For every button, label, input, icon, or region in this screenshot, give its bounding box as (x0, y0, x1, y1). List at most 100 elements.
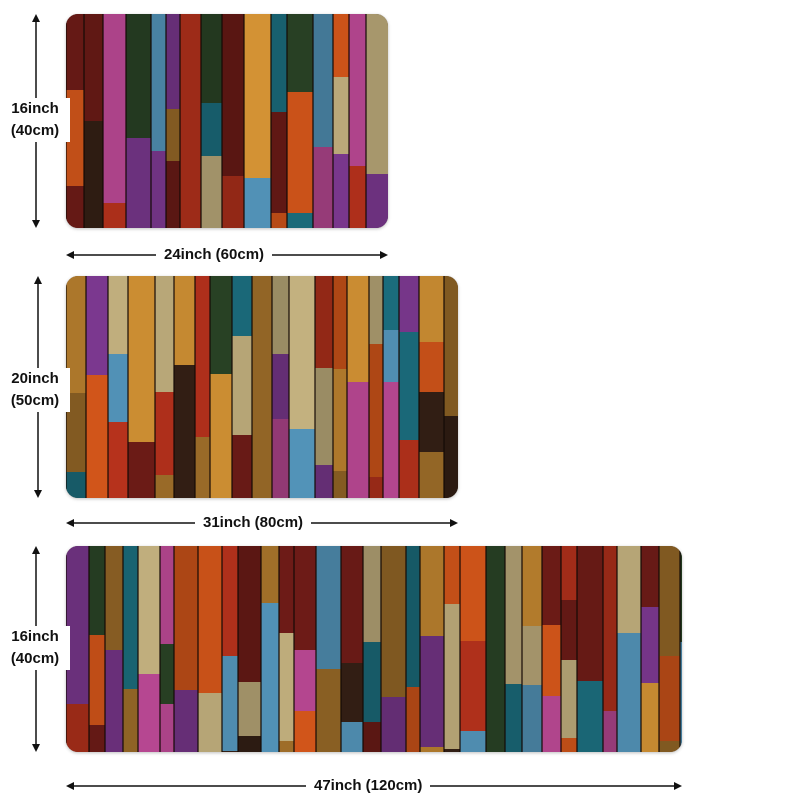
plank-segment (617, 546, 641, 633)
plank-segment (174, 546, 198, 690)
plank-segment (460, 546, 486, 641)
plank-segment (577, 546, 603, 681)
plank-shade (160, 546, 174, 752)
plank-segment (138, 546, 160, 674)
width-label-3: 47inch (120cm) (306, 775, 431, 797)
plank-segment (222, 176, 244, 228)
plank-segment (89, 725, 105, 752)
plank-segment (406, 687, 420, 752)
plank-shade (542, 546, 561, 752)
plank-segment (316, 546, 341, 669)
plank-shade (641, 546, 659, 752)
plank-segment (333, 154, 349, 228)
plank-segment (603, 711, 617, 752)
plank-segment (444, 276, 458, 416)
plank-segment (66, 14, 84, 90)
plank-segment (349, 14, 366, 166)
plank-shade (103, 14, 126, 228)
plank-segment (349, 166, 366, 228)
plank-segment (366, 174, 388, 228)
plank-segment (333, 369, 347, 471)
plank-segment (66, 393, 86, 472)
plank-segment (347, 276, 369, 382)
plank-shade (444, 276, 458, 498)
plank-segment (271, 14, 287, 112)
plank-shade (561, 546, 577, 752)
plank-shade (366, 14, 388, 228)
plank-segment (419, 392, 444, 452)
width-label-2: 31inch (80cm) (195, 512, 312, 534)
height-inch-1: 16inch (11, 100, 59, 117)
height-cm-2: (50cm) (10, 392, 60, 409)
plank-segment (419, 276, 444, 342)
plank-segment (341, 546, 363, 663)
plank-segment (287, 14, 313, 92)
plank-shade (166, 14, 180, 228)
plank-shade (603, 546, 617, 752)
plank-shade (289, 276, 315, 498)
mat-large (66, 546, 682, 752)
plank-segment (84, 121, 103, 228)
plank-segment (198, 693, 222, 752)
plank-segment (289, 429, 315, 498)
plank-shade (238, 546, 261, 752)
plank-segment (89, 546, 105, 635)
plank-segment (126, 14, 151, 138)
plank-segment (201, 156, 222, 228)
plank-segment (123, 546, 138, 689)
plank-segment (103, 66, 126, 203)
plank-segment (222, 656, 238, 751)
plank-shade (333, 276, 347, 498)
plank-segment (561, 546, 577, 600)
plank-segment (108, 354, 128, 422)
plank-shade (174, 276, 195, 498)
plank-segment (659, 546, 680, 656)
plank-shade (128, 276, 155, 498)
plank-shade (261, 546, 279, 752)
plank-segment (561, 600, 577, 660)
plank-shade (577, 546, 603, 752)
plank-segment (577, 681, 603, 752)
plank-segment (66, 704, 89, 752)
plank-segment (128, 276, 155, 442)
plank-segment (313, 147, 333, 228)
plank-segment (105, 650, 123, 752)
plank-segment (333, 276, 347, 369)
plank-segment (289, 276, 315, 429)
plank-shade (279, 546, 294, 752)
plank-segment (66, 276, 86, 393)
plank-segment (486, 700, 505, 752)
plank-shade (232, 276, 252, 498)
plank-segment (383, 330, 399, 382)
plank-segment (210, 374, 232, 498)
plank-segment (126, 138, 151, 228)
plank-segment (238, 546, 261, 682)
plank-segment (363, 642, 381, 722)
plank-segment (222, 14, 244, 176)
plank-segment (659, 741, 680, 752)
plank-segment (232, 276, 252, 336)
plank-segment (138, 674, 160, 752)
plank-segment (522, 546, 542, 626)
plank-shade (420, 546, 444, 752)
plank-shade (198, 546, 222, 752)
plank-shade (287, 14, 313, 228)
plank-segment (222, 546, 238, 656)
height-label-2: 20inch (50cm) (0, 368, 70, 412)
plank-segment (542, 546, 561, 625)
wood-plank-pattern-1 (66, 14, 388, 228)
plank-segment (151, 14, 166, 151)
plank-shade (201, 14, 222, 228)
plank-segment (444, 604, 460, 749)
wood-plank-pattern-3 (66, 546, 682, 752)
plank-segment (238, 736, 261, 752)
plank-segment (155, 475, 174, 498)
plank-shade (363, 546, 381, 752)
plank-shade (180, 14, 201, 228)
plank-segment (444, 749, 460, 752)
plank-segment (279, 546, 294, 633)
plank-segment (369, 344, 383, 477)
plank-segment (561, 660, 577, 738)
height-cm-1: (40cm) (10, 122, 60, 139)
plank-segment (166, 161, 180, 228)
